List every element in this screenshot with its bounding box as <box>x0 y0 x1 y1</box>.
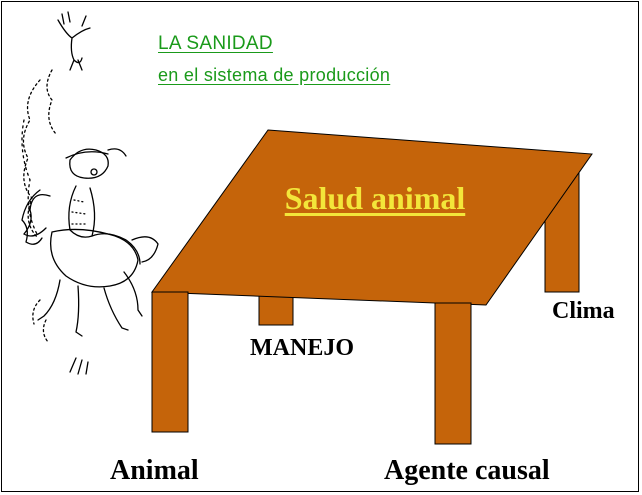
leg-label-animal: Animal <box>110 455 199 486</box>
leg-label-manejo: MANEJO <box>250 335 354 361</box>
slide-subtitle: en el sistema de producción <box>158 65 391 85</box>
leg-animal <box>151 291 189 433</box>
leg-label-agente-causal: Agente causal <box>384 455 550 486</box>
leg-agente <box>434 302 472 445</box>
tabletop <box>151 129 593 306</box>
slide-title: LA SANIDAD <box>158 33 273 54</box>
tabletop-label: Salud animal <box>284 180 466 216</box>
leg-label-clima: Clima <box>552 298 615 324</box>
